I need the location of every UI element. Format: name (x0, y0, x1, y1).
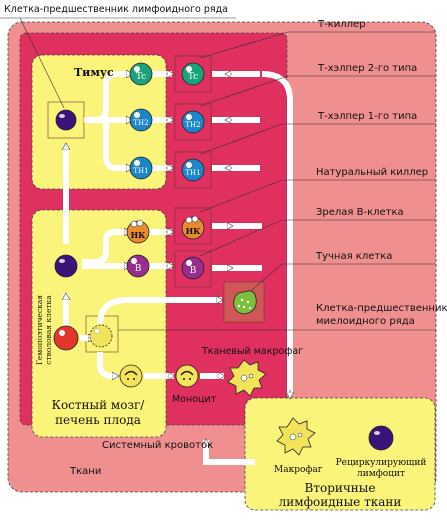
myeloid-progenitor-cell (89, 324, 113, 348)
label-th1: Т-хэлпер 1-го типа (317, 111, 417, 122)
macrophage-cell (276, 417, 316, 456)
label-systemic: Системный кровоток (102, 440, 213, 451)
tc-cell-mature: Tc (181, 62, 205, 86)
label-mast: Тучная клетка (315, 251, 392, 262)
b-cell-marrow: B (126, 254, 150, 278)
label-mature-b: Зрелая В-клетка (316, 207, 404, 218)
label-recirc-2: лимфоцит (357, 469, 405, 479)
th2-label-thymus: TH2 (133, 119, 148, 127)
label-bone-marrow-1: Костный мозг/ (52, 398, 146, 412)
b-label-mature: B (190, 266, 197, 276)
label-myeloid-progenitor-1: Клетка-предшественник (316, 303, 447, 314)
label-secondary-1: Вторичные (305, 481, 376, 495)
label-stem-1: Гемопоэтическая (35, 295, 44, 365)
arrows (66, 74, 290, 465)
tc-cell-thymus: Tc (129, 62, 153, 86)
monocyte-cell (175, 364, 199, 388)
tc-label-mature: Tc (188, 72, 198, 82)
th1-label-thymus: TH1 (133, 167, 148, 175)
lymphoid-progenitor-marrow (54, 254, 78, 278)
nk-label-mature: НК (186, 226, 202, 236)
label-monocyte: Моноцит (172, 394, 217, 405)
stem-cell (53, 325, 79, 351)
label-th2: Т-хэлпер 2-го типа (317, 63, 417, 74)
label-myeloid-progenitor-2: миелоидного ряда (316, 316, 415, 327)
recirculating-lymphocyte-cell (368, 425, 394, 451)
label-tissue-macrophage: Тканевый макрофаг (201, 346, 303, 357)
promonocyte-cell (119, 364, 143, 388)
label-stem-2: стволовая клетка (44, 295, 53, 365)
mast-cell (233, 290, 257, 315)
th2-cell-thymus: TH2 (129, 108, 153, 132)
label-secondary-2: лимфоидные ткани (279, 495, 402, 509)
th1-cell-mature: TH1 (181, 158, 205, 182)
th2-cell-mature: TH2 (181, 110, 205, 134)
nk-label-marrow: НК (131, 230, 147, 240)
lymphoid-progenitor-cell (55, 109, 77, 131)
label-bone-marrow-2: печень плода (55, 413, 141, 427)
label-nk: Натуральный киллер (316, 167, 428, 178)
nk-cell-marrow: НК (126, 219, 150, 244)
tc-label-thymus: Tc (136, 72, 146, 82)
label-lymphoid-progenitor: Клетка-предшественник лимфоидного ряда (4, 4, 228, 15)
th1-cell-thymus: TH1 (129, 156, 153, 180)
label-t-killer: Т-киллер (317, 19, 366, 30)
label-macrophage: Макрофаг (274, 465, 323, 475)
b-label-marrow: B (135, 264, 142, 274)
label-recirc-1: Рециркулирующий (336, 458, 427, 468)
b-cell-mature: B (181, 256, 205, 280)
tissue-macrophage-cell (227, 359, 267, 397)
label-thymus: Тимус (74, 66, 114, 79)
th2-label-mature: TH2 (185, 121, 200, 129)
nk-cell-mature: НК (181, 215, 205, 240)
label-tissues: Ткани (69, 466, 101, 477)
th1-label-mature: TH1 (185, 169, 200, 177)
callout-lines (0, 17, 436, 331)
